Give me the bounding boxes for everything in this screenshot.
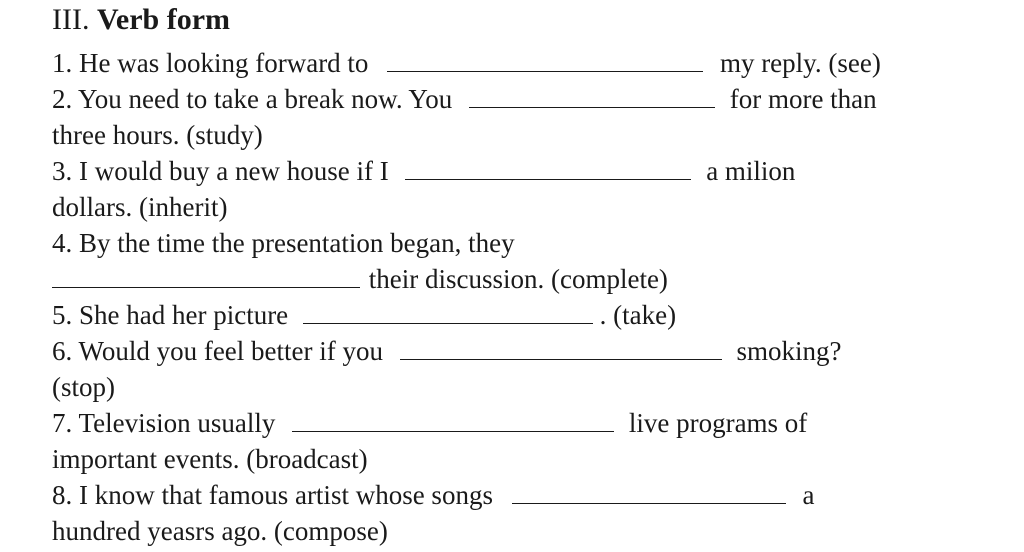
exercise-item-2: 2. You need to take a break now. You for… — [52, 81, 877, 117]
item-text: 4. By the time the presentation began, t… — [52, 228, 515, 258]
item-text: important events. (broadcast) — [52, 444, 368, 474]
exercise-item-4-cont: their discussion. (complete) — [52, 261, 668, 297]
answer-blank[interactable] — [399, 337, 722, 360]
item-text: smoking? — [736, 336, 842, 366]
answer-blank[interactable] — [302, 301, 593, 324]
exercise-item-8: 8. I know that famous artist whose songs… — [52, 477, 814, 513]
exercise-item-2-cont: three hours. (study) — [52, 117, 263, 153]
item-text: 8. I know that famous artist whose songs — [52, 480, 493, 510]
item-text: three hours. (study) — [52, 120, 263, 150]
item-text: hundred yeasrs ago. (compose) — [52, 516, 388, 546]
exercise-item-6: 6. Would you feel better if you smoking? — [52, 333, 842, 369]
answer-blank[interactable] — [387, 49, 704, 72]
item-text: . (take) — [599, 300, 677, 330]
item-text: 7. Television usually — [52, 408, 276, 438]
answer-blank[interactable] — [52, 265, 360, 288]
exercise-item-3-cont: dollars. (inherit) — [52, 189, 227, 225]
section-numeral: III. — [52, 3, 90, 36]
answer-blank[interactable] — [468, 85, 715, 108]
item-text: a — [802, 480, 815, 510]
exercise-item-7-cont: important events. (broadcast) — [52, 441, 368, 477]
answer-blank[interactable] — [405, 157, 692, 180]
item-text: a milion — [706, 156, 796, 186]
item-text: (stop) — [52, 372, 115, 402]
exercise-item-3: 3. I would buy a new house if I a milion — [52, 153, 795, 189]
item-text: for more than — [729, 84, 877, 114]
answer-blank[interactable] — [511, 481, 786, 504]
item-text: 2. You need to take a break now. You — [52, 84, 453, 114]
exercise-item-7: 7. Television usually live programs of — [52, 405, 807, 441]
item-text: 5. She had her picture — [52, 300, 289, 330]
section-heading: III. Verb form — [52, 2, 230, 38]
item-text: 3. I would buy a new house if I — [52, 156, 389, 186]
item-text: 6. Would you feel better if you — [52, 336, 384, 366]
exercise-item-4: 4. By the time the presentation began, t… — [52, 225, 515, 261]
answer-blank[interactable] — [292, 409, 615, 432]
item-text: their discussion. (complete) — [368, 264, 668, 294]
item-text: dollars. (inherit) — [52, 192, 228, 222]
section-title: Verb form — [96, 3, 231, 36]
exercise-item-6-cont: (stop) — [52, 369, 115, 405]
exercise-item-1: 1. He was looking forward to my reply. (… — [52, 45, 881, 81]
item-text: 1. He was looking forward to — [52, 48, 369, 78]
exercise-item-8-cont: hundred yeasrs ago. (compose) — [52, 513, 388, 549]
item-text: live programs of — [628, 408, 808, 438]
exercise-item-5: 5. She had her picture . (take) — [52, 297, 676, 333]
item-text: my reply. (see) — [719, 48, 881, 78]
